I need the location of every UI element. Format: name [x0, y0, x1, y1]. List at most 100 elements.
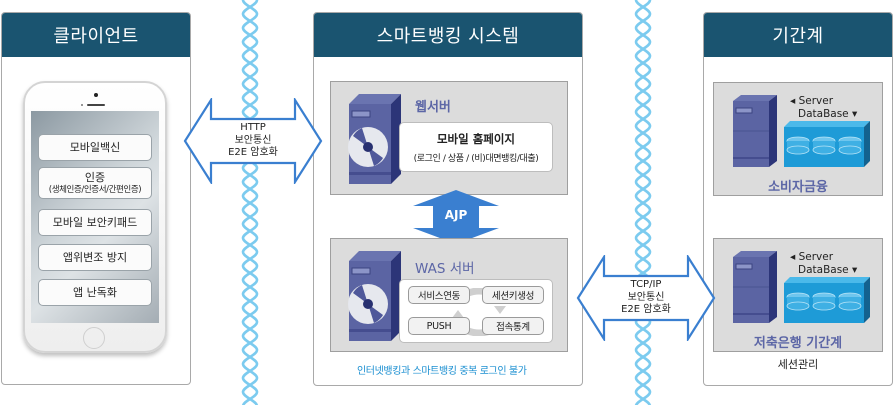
feature-label: 앱위변조 방지 — [62, 250, 128, 264]
chain-strand — [634, 209, 652, 225]
server-label-text: Server — [798, 95, 834, 107]
chain-strand — [241, 293, 259, 309]
chain-strand — [241, 41, 259, 57]
legacy-system-savings-bank: ◂ Server DataBase ▾ 저축은행 기간계 — [713, 238, 883, 352]
chain-strand — [634, 195, 652, 211]
chain-strand — [241, 237, 259, 253]
chain-strand — [634, 349, 652, 365]
chain-strand — [634, 181, 652, 197]
chain-strand — [634, 223, 652, 239]
chain-strand — [634, 55, 652, 71]
legacy-server-icon — [733, 251, 777, 323]
security-label: 보안통신 — [627, 291, 665, 303]
chain-strand — [241, 223, 259, 239]
feature-obfuscation: 앱 난독화 — [38, 279, 152, 306]
database-icon — [784, 121, 870, 167]
chain-strand — [634, 335, 652, 351]
duplicate-login-note: 인터넷뱅킹과 스마트뱅킹 중복 로그인 불가 — [357, 366, 527, 377]
chain-strand — [634, 41, 652, 57]
chain-strand — [634, 125, 652, 141]
feature-label: 모바일백신 — [69, 140, 121, 154]
chain-strand — [634, 13, 652, 29]
ajp-label: AJP — [444, 208, 468, 222]
smart-banking-panel-title: 스마트뱅킹 시스템 — [314, 13, 582, 57]
legacy-system-name: 저축은행 기간계 — [753, 336, 843, 351]
http-double-arrow — [183, 98, 323, 184]
chain-strand — [241, 0, 259, 15]
was-function-card: 서비스연동 세션키생성 접속통계 PUSH — [399, 279, 553, 343]
legacy-system-name: 소비자금융 — [768, 180, 828, 195]
chain-strand — [241, 13, 259, 29]
feature-mobile-vaccine: 모바일백신 — [38, 134, 152, 161]
database-label-text: DataBase — [798, 264, 849, 276]
was-server-box: WAS 서버 서비스연동 세션키생성 접속통계 PUSH — [330, 238, 568, 352]
protocol-label: HTTP — [240, 122, 266, 133]
legacy-core-panel-title: 기간계 — [704, 13, 892, 57]
session-management-label: 세션관리 — [777, 358, 819, 371]
was-server-icon — [348, 251, 401, 341]
chain-strand — [241, 55, 259, 71]
mobile-homepage-title: 모바일 홈페이지 — [436, 132, 516, 146]
web-server-title: 웹서버 — [415, 100, 451, 115]
feature-label: 모바일 보안키패드 — [52, 215, 138, 229]
chain-strand — [634, 251, 652, 267]
chain-strand — [241, 69, 259, 85]
database-label-text: DataBase — [798, 108, 849, 120]
chain-strand — [634, 363, 652, 379]
database-label: DataBase ▾ — [798, 108, 858, 120]
chain-strand — [241, 265, 259, 281]
phone-camera — [94, 93, 98, 97]
cycle-session-key: 세션키생성 — [482, 286, 544, 304]
chain-strand — [634, 321, 652, 337]
web-server-box: 웹서버 모바일 홈페이지 (로그인 / 상품 / (비)대면뱅킹/대출) — [330, 81, 568, 195]
chain-strand — [241, 349, 259, 365]
phone-screen: 모바일백신 인증 (생체인증/인증서/간편인증) 모바일 보안키패드 앱위변조 … — [31, 111, 159, 323]
feature-label: 인증 — [84, 171, 106, 185]
chain-strand — [241, 363, 259, 379]
legacy-server-icon — [733, 95, 777, 167]
database-icon — [784, 277, 870, 323]
chain-strand — [634, 167, 652, 183]
chain-strand — [241, 195, 259, 211]
chain-strand — [241, 321, 259, 337]
feature-anti-tamper: 앱위변조 방지 — [38, 244, 152, 271]
http-link-label: HTTP 보안통신 E2E 암호화 — [183, 122, 323, 160]
web-server-icon — [348, 94, 401, 184]
chain-strand — [241, 209, 259, 225]
cycle-access-stats: 접속통계 — [482, 317, 544, 335]
chain-strand — [634, 69, 652, 85]
database-label: DataBase ▾ — [798, 264, 858, 276]
mobile-homepage-services: (로그인 / 상품 / (비)대면뱅킹/대출) — [413, 154, 539, 164]
chain-strand — [241, 307, 259, 323]
phone-home-button — [83, 327, 105, 349]
chain-strand — [634, 377, 652, 393]
chain-strand — [634, 97, 652, 113]
network-boundary-chain-left — [241, 0, 259, 405]
mobile-homepage-card: 모바일 홈페이지 (로그인 / 상품 / (비)대면뱅킹/대출) — [399, 122, 553, 172]
chain-strand — [634, 83, 652, 99]
chain-strand — [634, 153, 652, 169]
server-label-text: Server — [798, 251, 834, 263]
chain-strand — [241, 279, 259, 295]
chain-strand — [241, 83, 259, 99]
legacy-system-consumer-finance: ◂ Server DataBase ▾ 소비자금융 — [713, 82, 883, 196]
feature-label: 앱 난독화 — [73, 285, 117, 299]
protocol-label: TCP/IP — [630, 279, 662, 290]
tcpip-link-label: TCP/IP 보안통신 E2E 암호화 — [576, 279, 716, 317]
phone-speaker — [87, 104, 105, 106]
chain-strand — [241, 167, 259, 183]
chain-strand — [241, 335, 259, 351]
chain-strand — [634, 111, 652, 127]
encryption-label: E2E 암호화 — [621, 304, 671, 315]
feature-secure-keypad: 모바일 보안키패드 — [38, 209, 152, 236]
client-panel-title: 클라이언트 — [2, 13, 190, 57]
security-label: 보안통신 — [234, 134, 272, 146]
chain-strand — [634, 139, 652, 155]
feature-authentication: 인증 (생체인증/인증서/간편인증) — [38, 167, 152, 199]
chain-strand — [241, 27, 259, 43]
chain-strand — [634, 0, 652, 15]
feature-sublabel: (생체인증/인증서/간편인증) — [48, 184, 142, 195]
chain-strand — [634, 27, 652, 43]
was-server-title: WAS 서버 — [415, 261, 475, 277]
chain-strand — [241, 97, 259, 113]
